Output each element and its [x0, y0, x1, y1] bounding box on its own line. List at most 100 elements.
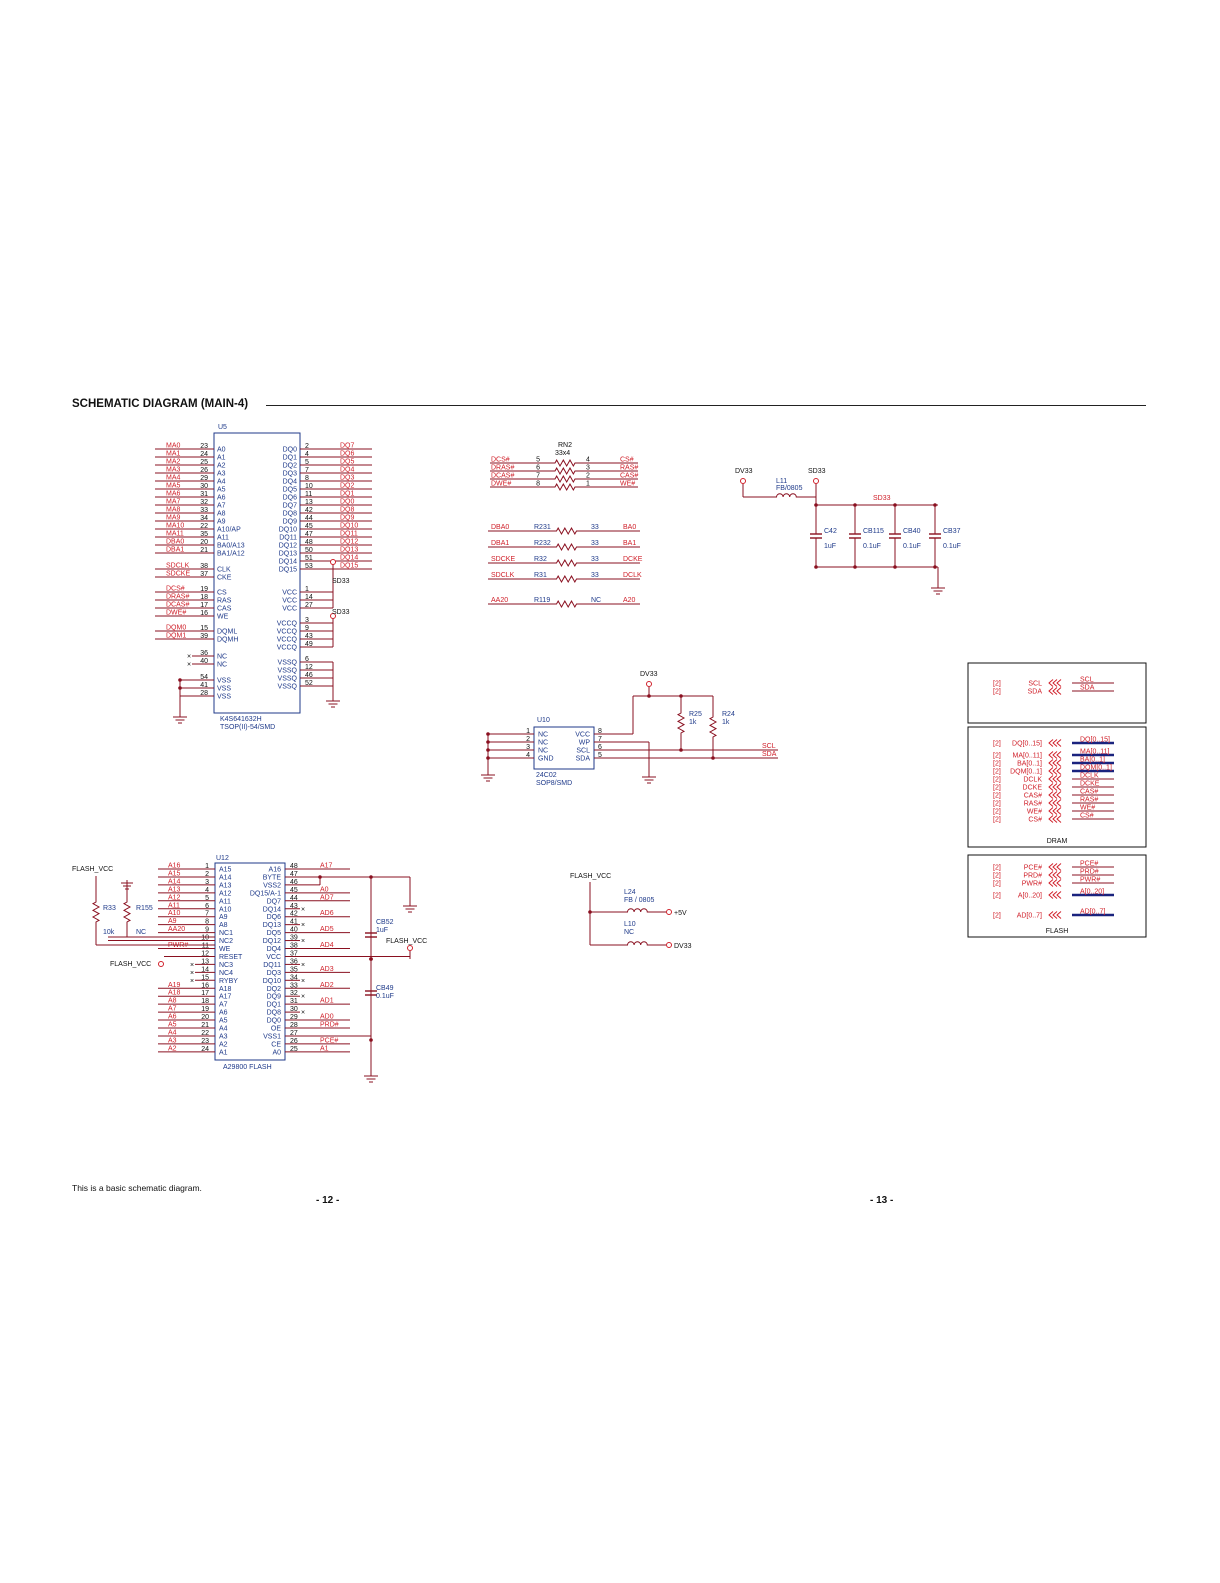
u12-net-label: A11 — [168, 902, 180, 909]
port-ref: [2] — [993, 881, 1001, 888]
u5-pin-name: VSSQ — [278, 660, 298, 667]
u12-pin-number: 35 — [290, 966, 298, 973]
u5-pin-number: 42 — [305, 507, 313, 514]
u5-pin-number: 51 — [305, 555, 313, 562]
u12-pin-number: 30 — [290, 1006, 298, 1013]
u5-pin-name: WE — [217, 614, 229, 621]
l10-inductor — [622, 941, 653, 946]
u5-pin-number: 29 — [200, 475, 208, 482]
u12-pin-number: 21 — [201, 1022, 209, 1029]
port-net: SDA — [1080, 685, 1095, 692]
u5-net-label: MA2 — [166, 459, 181, 466]
rn2-resistor — [548, 466, 582, 476]
u12-pin-name: NC2 — [219, 938, 233, 945]
u12-pin-name: A11 — [219, 898, 231, 905]
u5-pin-number: 48 — [305, 539, 313, 546]
u12-net-label: PRD# — [320, 1022, 339, 1029]
port-net: A[0..20] — [1080, 889, 1104, 896]
u5-pin-number: 31 — [200, 491, 208, 498]
u5-pin-name: DQ1 — [283, 455, 298, 462]
u5-pin-name: CLK — [217, 567, 231, 574]
port-net: MA[0..11] — [1080, 749, 1109, 756]
u12-pin-number: 9 — [205, 927, 209, 934]
port-net: DCKE — [1080, 781, 1100, 788]
u12-net-label: AD5 — [320, 926, 334, 933]
port-net: PWR# — [1080, 877, 1100, 884]
port-arrow — [1048, 891, 1062, 899]
port-name: SCL — [1028, 681, 1042, 688]
u12-pin-number: 26 — [290, 1038, 298, 1045]
res-value: NC — [591, 597, 601, 604]
rn2-in-net: DCAS# — [491, 473, 514, 480]
u12-pin-name: DQ9 — [267, 994, 282, 1001]
r33-value: 10k — [103, 929, 115, 936]
junction-dot — [933, 565, 937, 569]
u5-pin-name: NC — [217, 662, 227, 669]
u12-pin-name: A15 — [219, 867, 232, 874]
port-net: CAS# — [1080, 789, 1098, 796]
u10-pin-name: NC — [538, 748, 548, 755]
u12-net-label: AD6 — [320, 910, 334, 917]
u5-pin-name: A11 — [217, 535, 229, 542]
u5-pin-number: 12 — [305, 664, 313, 671]
u5-pin-number: 38 — [200, 563, 208, 570]
u12-pin-name: DQ10 — [263, 978, 281, 985]
u5-nc-mark: × — [187, 654, 191, 661]
u5-pin-number: 8 — [305, 475, 309, 482]
port-arrow — [1048, 791, 1062, 799]
u12-pin-name: A3 — [219, 1033, 228, 1040]
u12-net-label: A14 — [168, 878, 181, 885]
junction-dot — [893, 565, 897, 569]
u10-pin-name: NC — [538, 740, 548, 747]
junction-dot — [486, 756, 490, 760]
port-name: DCKE — [1023, 785, 1043, 792]
u5-pin-number: 6 — [305, 656, 309, 663]
junction-dot — [853, 503, 857, 507]
u12-nc-mark: × — [301, 922, 305, 929]
u5-pin-number: 27 — [305, 602, 313, 609]
u10-pin-name: GND — [538, 756, 554, 763]
res-value: 33 — [591, 540, 599, 547]
u5-net-label: MA8 — [166, 507, 181, 514]
u12-pin-name: A2 — [219, 1041, 228, 1048]
port-box — [967, 854, 1147, 938]
sd33-label: SD33 — [332, 609, 350, 616]
r155-resistor — [122, 891, 132, 933]
page-number-right: - 13 - — [870, 1195, 894, 1206]
port-net: DCLK — [1080, 773, 1099, 780]
u12-part-number: A29800 FLASH — [223, 1064, 272, 1071]
u12-pin-number: 16 — [201, 982, 209, 989]
u5-pin-number: 30 — [200, 483, 208, 490]
port-arrow — [1048, 767, 1062, 775]
u12-pin-number: 37 — [290, 950, 298, 957]
junction-dot — [369, 875, 373, 879]
u12-flash-body — [214, 862, 286, 1061]
port-ref: [2] — [993, 753, 1001, 760]
u12-pin-name: DQ1 — [267, 1002, 282, 1009]
u10-pin-number: 1 — [526, 728, 530, 735]
res-value: 33 — [591, 556, 599, 563]
u5-pin-name: A6 — [217, 495, 226, 502]
u12-pin-number: 43 — [290, 903, 298, 910]
u12-pin-number: 25 — [290, 1046, 298, 1053]
u5-pin-number: 5 — [305, 459, 309, 466]
u5-pin-number: 25 — [200, 459, 208, 466]
port-arrow — [1048, 775, 1062, 783]
u5-pin-name: DQ6 — [283, 495, 298, 502]
u5-net-label: DQ0 — [340, 499, 355, 506]
junction-dot — [814, 503, 818, 507]
port-ref: [2] — [993, 793, 1001, 800]
series-resistor — [553, 542, 580, 552]
u5-pin-name: A4 — [217, 479, 226, 486]
port-name: BA[0..1] — [1017, 761, 1042, 768]
u5-net-label: DQ2 — [340, 483, 355, 490]
junction-dot — [369, 957, 373, 961]
u5-pin-name: A2 — [217, 463, 226, 470]
u5-pin-name: DQ9 — [283, 519, 298, 526]
u5-pin-name: DQMH — [217, 637, 238, 644]
u5-pin-number: 36 — [200, 650, 208, 657]
port-name: CS# — [1028, 817, 1042, 824]
port-net: DQM[0..1] — [1080, 765, 1112, 772]
u5-net-label: MA0 — [166, 443, 181, 450]
junction-dot — [711, 756, 715, 760]
